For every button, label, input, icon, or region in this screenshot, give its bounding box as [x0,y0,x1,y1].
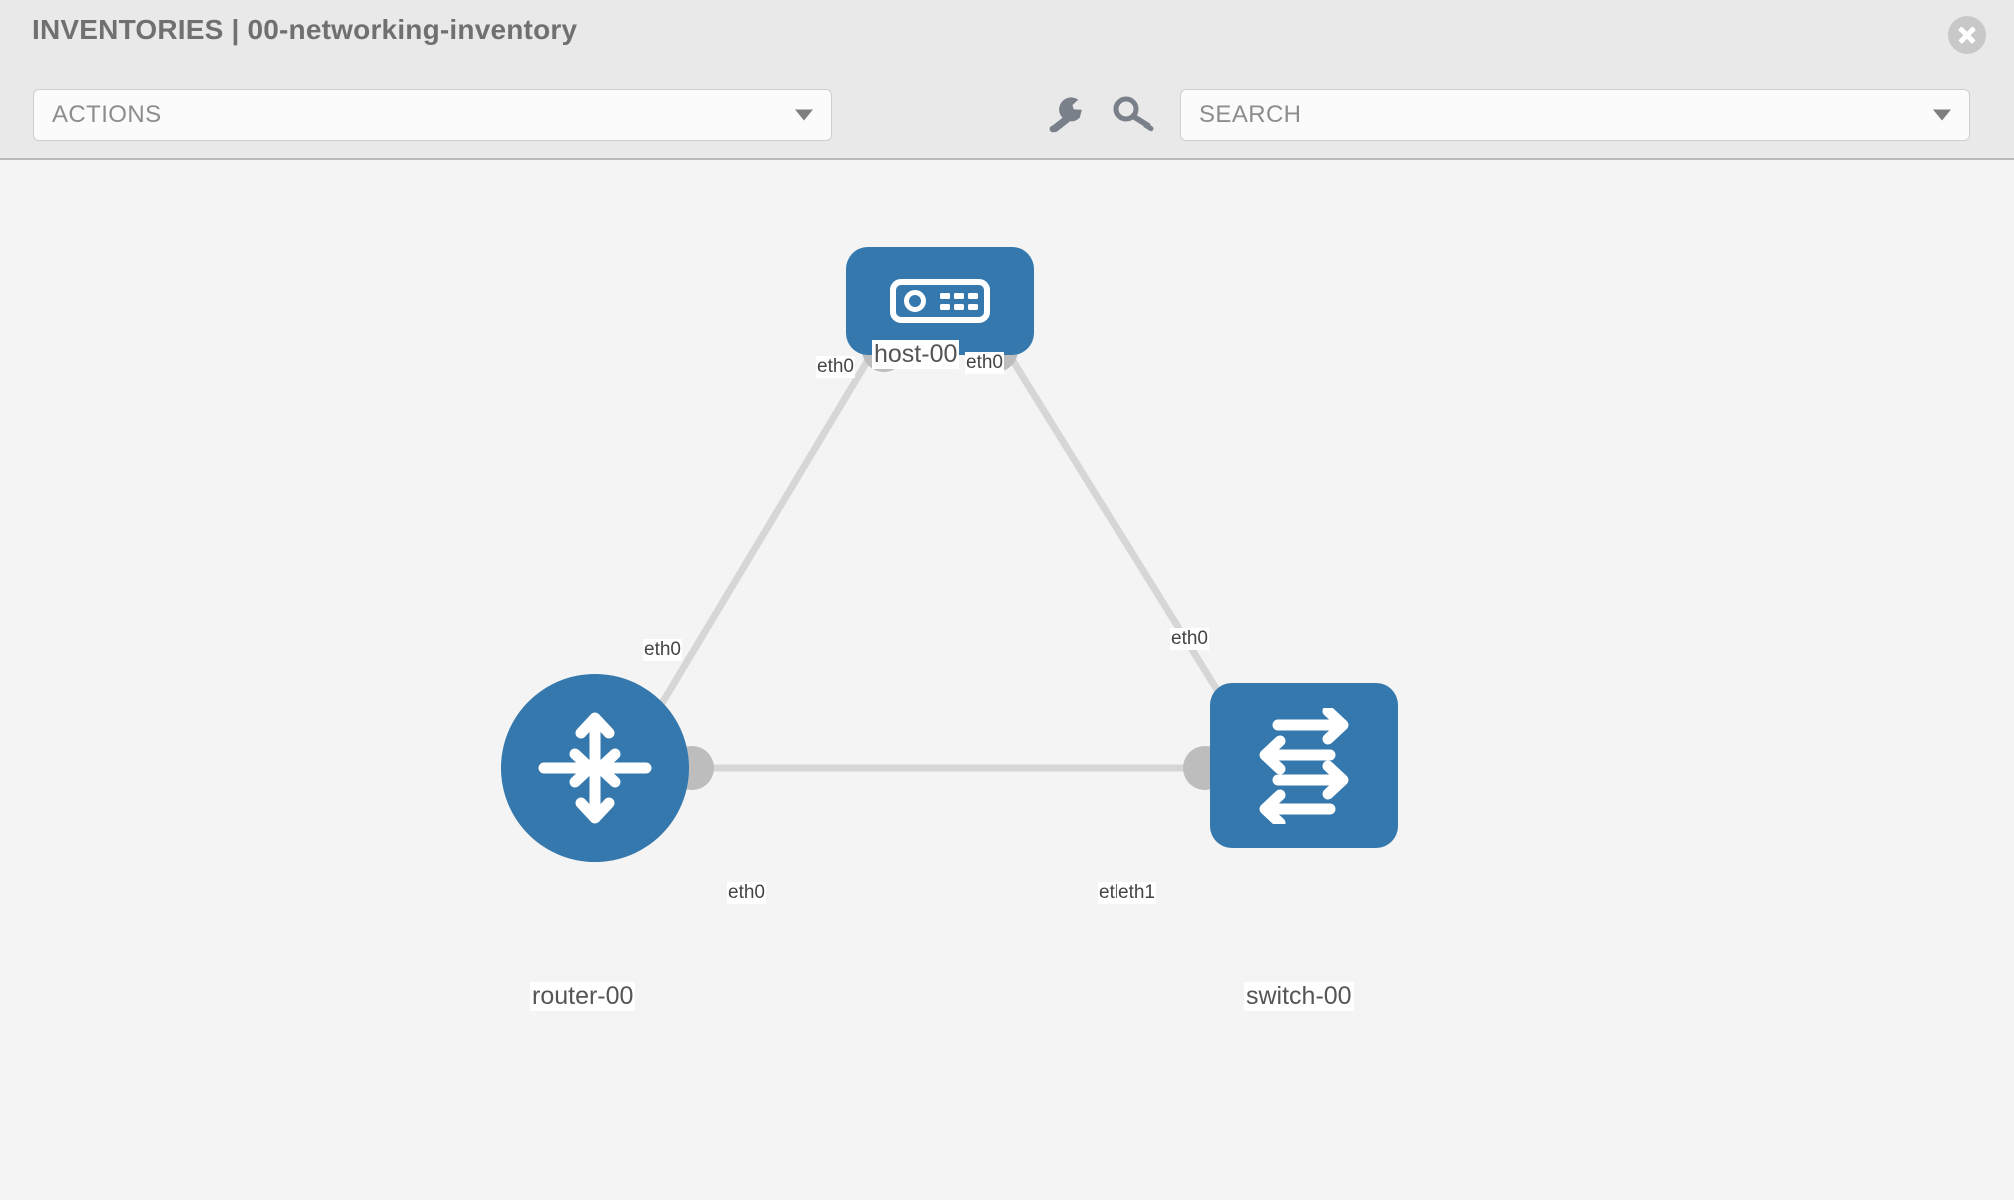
iface-label-router-switch: eth0 [727,882,766,904]
iface-label-host-router: eth0 [816,356,855,378]
link-host-switch [997,338,1248,737]
node-label-router-00: router-00 [530,982,636,1011]
iface-label-host-switch: eth0 [965,352,1004,374]
node-label-host-00: host-00 [872,340,960,369]
iface-label-switch-host: eth0 [1170,628,1209,650]
search-input[interactable]: SEARCH [1180,89,1970,141]
node-switch-00-shape[interactable] [1210,683,1398,848]
page-header: INVENTORIES | 00-networking-inventory [0,0,2014,69]
switch-arrows-icon [1259,707,1349,824]
link-host-router [636,338,884,742]
close-icon[interactable] [1948,16,1986,54]
actions-dropdown-label: ACTIONS [52,101,162,128]
node-router-00-shape[interactable] [501,674,689,862]
iface-label-switch-router: eth1 [1117,882,1156,904]
actions-dropdown[interactable]: ACTIONS [33,89,832,141]
key-icon[interactable] [1113,96,1157,136]
iface-label-router-host: eth0 [643,639,682,661]
chevron-down-icon [795,109,813,121]
chevron-down-icon [1933,109,1951,121]
node-host-00-shape[interactable] [846,247,1034,355]
toolbar: ACTIONS SEARCH [0,69,2014,160]
node-label-switch-00: switch-00 [1244,982,1354,1011]
router-arrows-icon [538,712,652,824]
search-placeholder: SEARCH [1199,101,1302,128]
topology-canvas[interactable]: eth0 eth0 eth0 eth0 eth0 eth0 eth1 host-… [0,160,2014,1200]
link-connectors [670,328,1257,790]
page-title: INVENTORIES | 00-networking-inventory [32,14,578,45]
server-icon [890,279,990,323]
wrench-icon[interactable] [1046,96,1090,136]
